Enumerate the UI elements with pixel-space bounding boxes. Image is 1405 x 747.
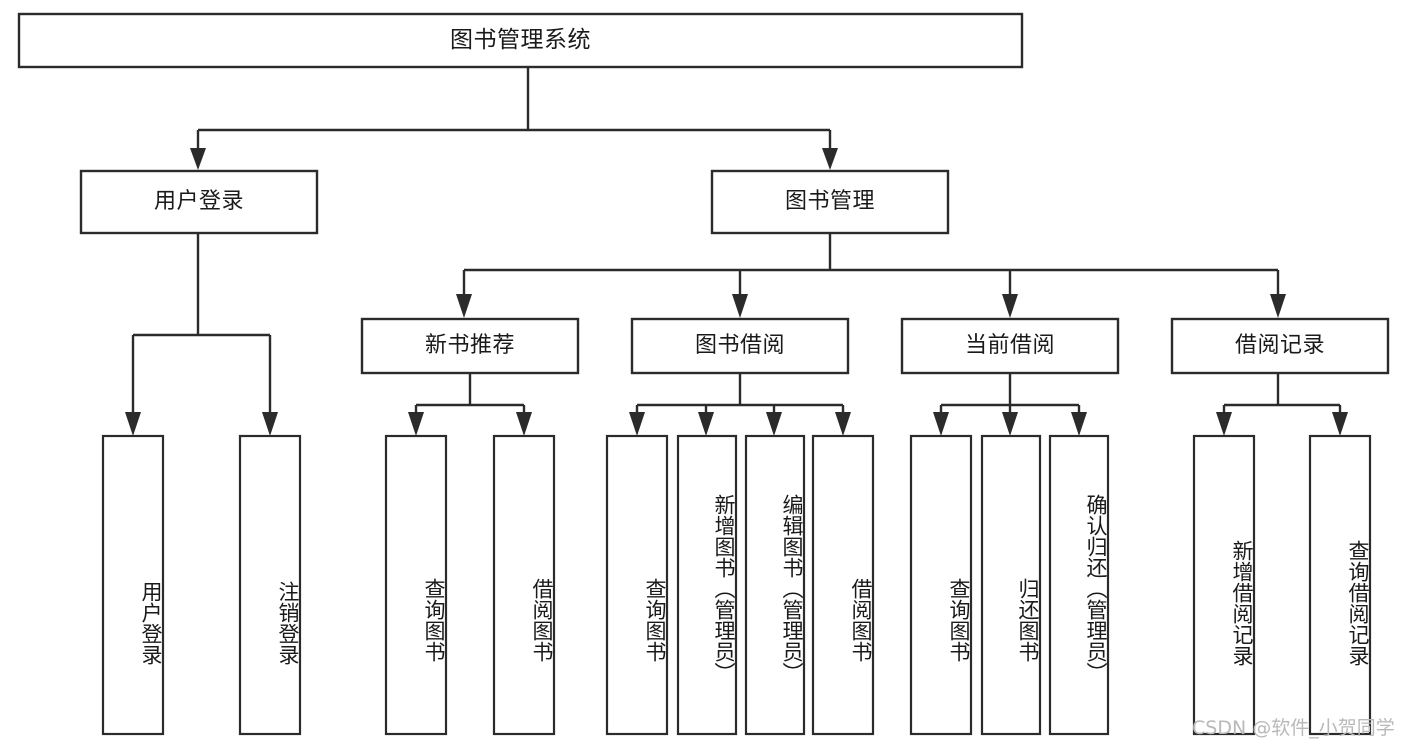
node-new-book-box[interactable]: [360, 317, 580, 375]
arrowhead-bookborrow-leaf2: [698, 412, 714, 436]
leaf-box-bb-add-book[interactable]: [676, 434, 738, 736]
arrowhead-borrowrecord-leaf1: [1216, 412, 1232, 436]
arrowhead-to-borrow-record: [1270, 294, 1286, 318]
leaf-box-bb-edit-book[interactable]: [744, 434, 806, 736]
node-user-login-box[interactable]: [79, 169, 319, 235]
leaf-box-user-login[interactable]: [101, 434, 165, 736]
arrowhead-userlogin-leaf1: [125, 412, 141, 436]
arrowhead-newbook-leaf1: [408, 412, 424, 436]
leaf-box-br-query-record[interactable]: [1308, 434, 1372, 736]
arrowhead-to-current-borrow: [1002, 294, 1018, 318]
leaf-box-cb-return-book[interactable]: [980, 434, 1042, 736]
node-borrow-record-box[interactable]: [1170, 317, 1390, 375]
leaf-box-cb-confirm-return[interactable]: [1048, 434, 1110, 736]
arrowhead-to-book-borrow: [732, 294, 748, 318]
arrowhead-bookborrow-leaf1: [629, 412, 645, 436]
node-root-box[interactable]: [17, 12, 1024, 69]
arrowhead-borrowrecord-leaf2: [1332, 412, 1348, 436]
leaf-box-nb-borrow-book[interactable]: [492, 434, 556, 736]
arrowhead-bookborrow-leaf3: [766, 412, 782, 436]
leaf-box-br-add-record[interactable]: [1192, 434, 1256, 736]
arrowhead-to-new-book: [456, 294, 472, 318]
arrowhead-userlogin-leaf2: [262, 412, 278, 436]
arrowhead-currentborrow-leaf2: [1002, 412, 1018, 436]
arrowhead-to-user-login: [190, 148, 206, 170]
arrowhead-currentborrow-leaf1: [933, 412, 949, 436]
node-book-borrow-box[interactable]: [630, 317, 850, 375]
node-current-borrow-box[interactable]: [900, 317, 1120, 375]
leaf-box-bb-borrow-book[interactable]: [811, 434, 875, 736]
leaf-box-nb-query-book[interactable]: [384, 434, 448, 736]
leaf-box-cb-query-book[interactable]: [909, 434, 973, 736]
arrowhead-currentborrow-leaf3: [1071, 412, 1087, 436]
arrowhead-bookborrow-leaf4: [835, 412, 851, 436]
arrowhead-to-book-manage: [822, 148, 838, 170]
leaf-box-logout[interactable]: [238, 434, 302, 736]
leaf-box-bb-query-book[interactable]: [605, 434, 669, 736]
arrowhead-newbook-leaf2: [516, 412, 532, 436]
node-book-manage-box[interactable]: [710, 169, 950, 235]
